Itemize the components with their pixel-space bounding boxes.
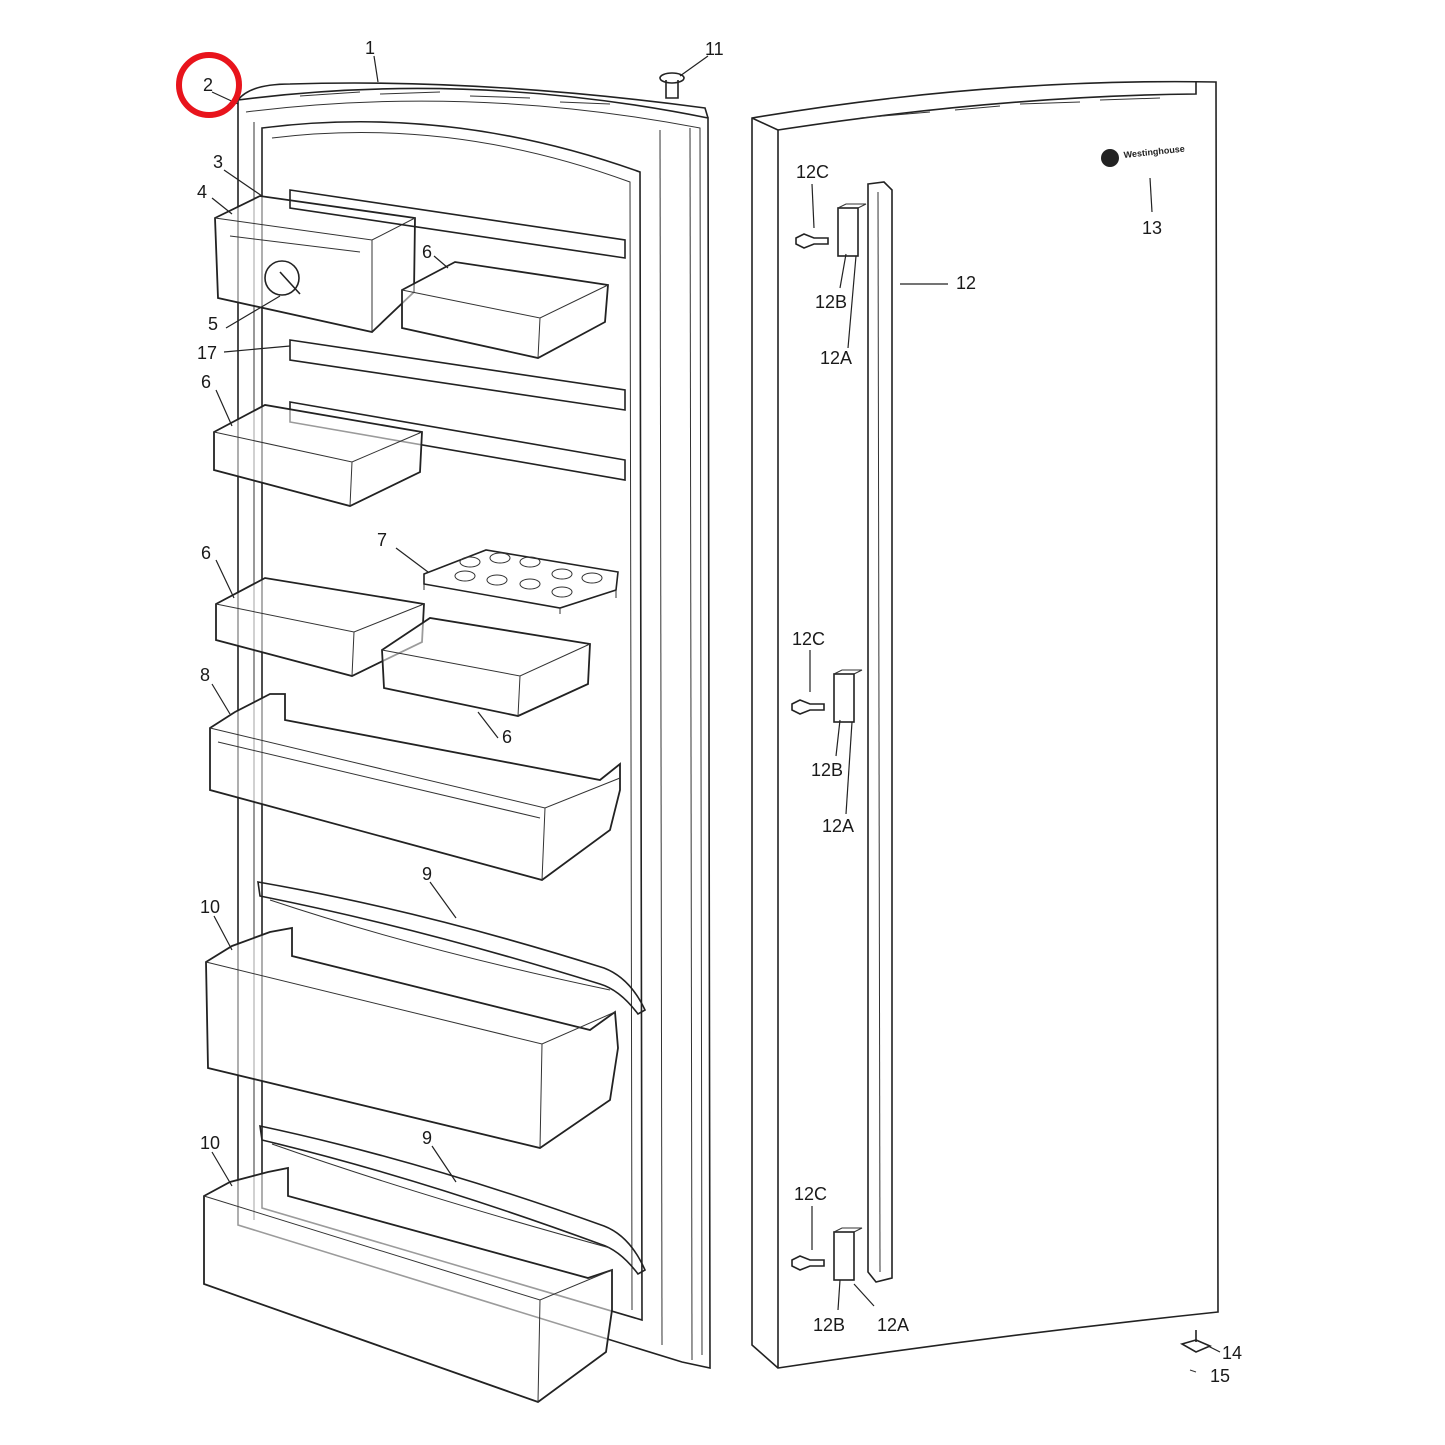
brand-logo: Westinghouse [1101,144,1185,167]
callout-2: 2 [203,75,213,95]
callout-12b-bottom: 12B [813,1315,845,1335]
door-handle [867,181,893,1283]
bottle-retainers [257,881,647,1276]
callout-10-upper: 10 [200,897,220,917]
outer-door-panel [751,80,1219,1369]
callout-12: 12 [956,273,976,293]
callout-14: 14 [1222,1343,1242,1363]
dairy-compartment [214,195,416,333]
callout-4: 4 [197,182,207,202]
callout-6-lower: 6 [502,727,512,747]
callout-12c-middle: 12C [792,629,825,649]
callout-1: 1 [365,38,375,58]
callout-6-upper: 6 [201,372,211,392]
callout-9-upper: 9 [422,864,432,884]
callout-12a-top: 12A [820,348,852,368]
callout-9-lower: 9 [422,1128,432,1148]
highlight-circle [176,52,242,118]
top-hinge-pin [659,72,685,99]
callout-12a-middle: 12A [822,816,854,836]
callout-13: 13 [1142,218,1162,238]
callout-15: 15 [1210,1366,1230,1386]
callout-12a-bottom: 12A [877,1315,909,1335]
handle-mounts [791,203,867,1281]
callout-17: 17 [197,343,217,363]
callout-3: 3 [213,152,223,172]
callout-8: 8 [200,665,210,685]
bottle-bins [203,926,619,1404]
callout-7: 7 [377,530,387,550]
callout-6-top: 6 [422,242,432,262]
callout-10-lower: 10 [200,1133,220,1153]
door-bin-upper [209,693,621,881]
callout-12c-top: 12C [796,162,829,182]
callout-6-middle: 6 [201,543,211,563]
callout-12b-middle: 12B [811,760,843,780]
callout-5: 5 [208,314,218,334]
callout-12c-bottom: 12C [794,1184,827,1204]
bottom-hinge [1179,1330,1213,1373]
small-bins [213,261,609,717]
callout-labels: 1 2 3 4 5 17 6 6 6 6 7 8 9 9 10 10 11 12… [197,38,1242,1386]
callout-11: 11 [705,39,724,59]
leader-lines [211,55,1221,1353]
callout-12b-top: 12B [815,292,847,312]
egg-tray [423,549,619,614]
brand-logo-text: Westinghouse [1123,144,1185,160]
